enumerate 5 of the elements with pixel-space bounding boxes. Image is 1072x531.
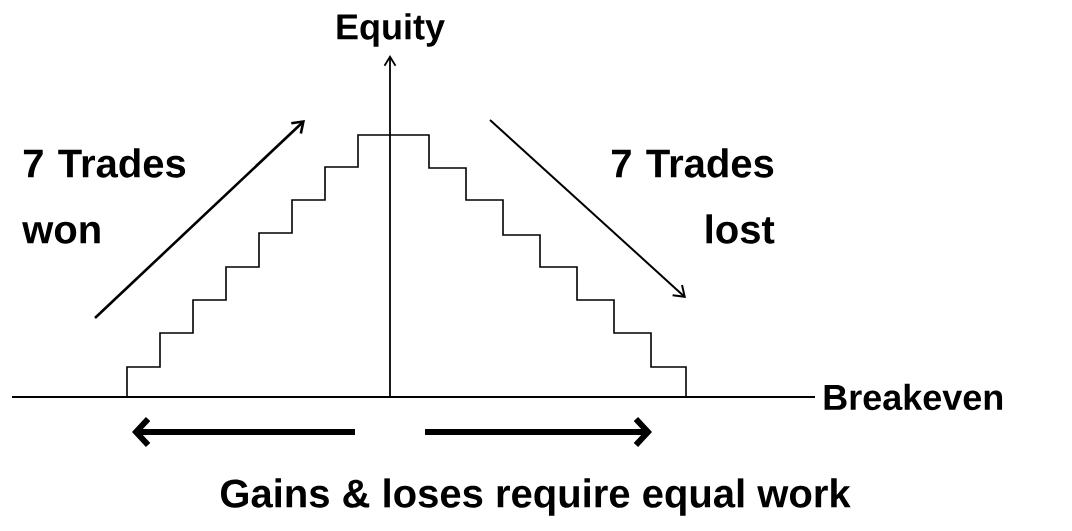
label-text: 7 Trades lost	[612, 148, 775, 244]
label-text: 7 Trades won	[22, 148, 186, 244]
label-text: Equity	[337, 13, 445, 47]
label-text: Gains & loses require equal work	[221, 478, 851, 516]
label-text: Breakeven	[824, 383, 1003, 411]
